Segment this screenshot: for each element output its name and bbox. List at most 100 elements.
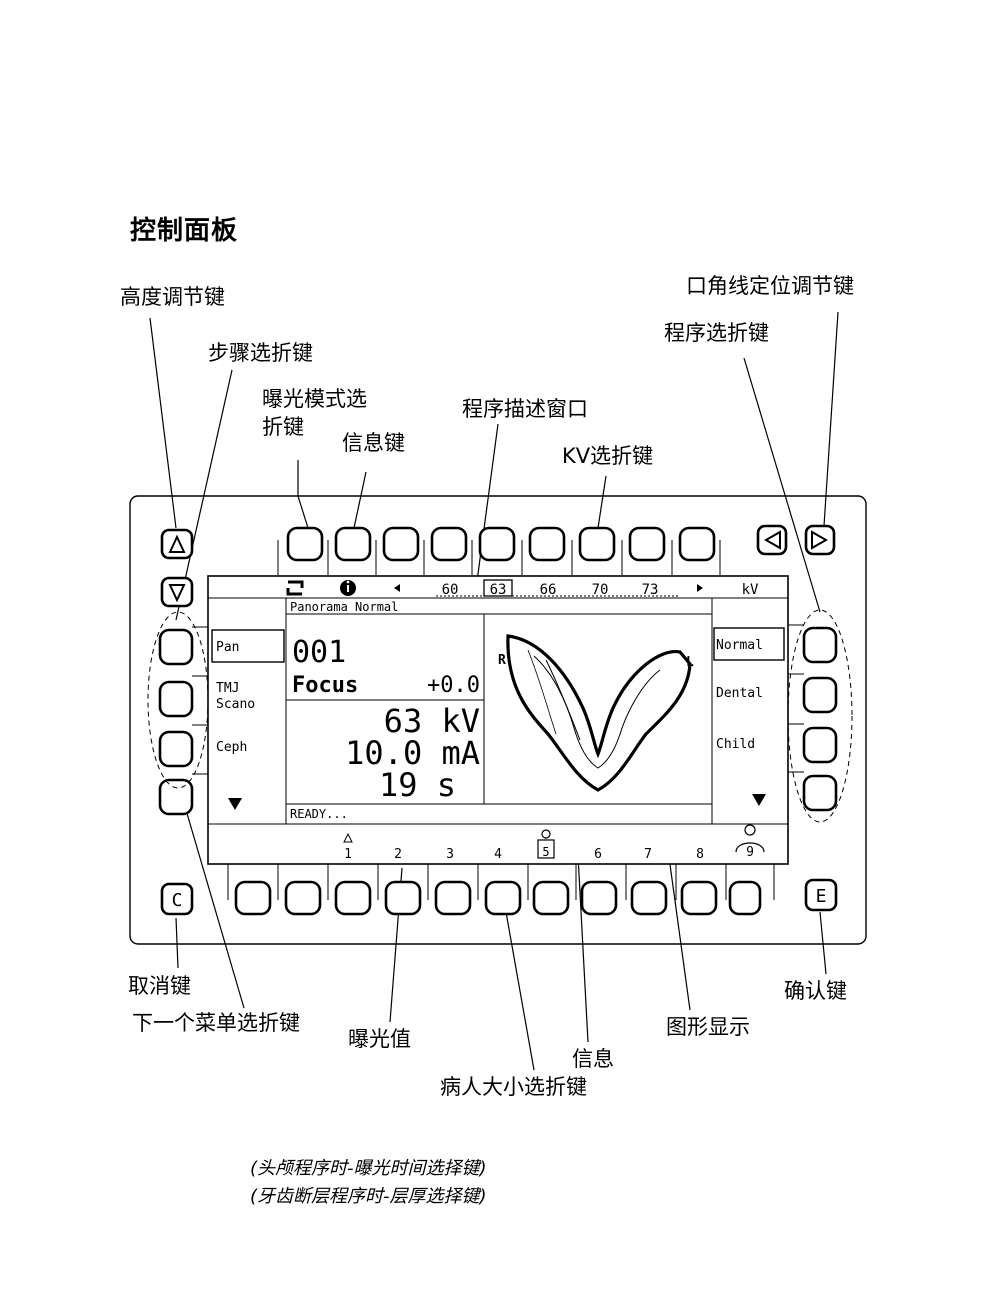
kv-value: 63 kV bbox=[384, 702, 480, 740]
program-key-2[interactable] bbox=[802, 676, 838, 714]
step-keys bbox=[147, 611, 212, 816]
time-value: 19 s bbox=[379, 766, 456, 804]
program-key-4[interactable] bbox=[802, 774, 838, 812]
kv-option-4: 70 bbox=[592, 582, 609, 598]
label-program-window: 程序描述窗口 bbox=[462, 397, 588, 421]
patient-size-key-1[interactable] bbox=[234, 880, 272, 916]
top-key-separators bbox=[277, 540, 721, 575]
patient-size-key-2[interactable] bbox=[284, 880, 322, 916]
kv-option-1: 60 bbox=[442, 582, 459, 598]
ma-value: 10.0 mA bbox=[345, 734, 480, 772]
kv-right-icon bbox=[697, 584, 703, 592]
program-key-1[interactable] bbox=[802, 626, 838, 664]
mark-left: L bbox=[686, 655, 694, 670]
patient-size-key-4[interactable] bbox=[384, 880, 422, 916]
label-exposure-mode-1: 曝光模式选 bbox=[262, 387, 367, 411]
patient-size-4: 4 bbox=[494, 847, 502, 862]
kv-left-icon bbox=[394, 584, 400, 592]
menu-normal-box bbox=[713, 627, 785, 661]
menu-scano[interactable]: Scano bbox=[216, 697, 255, 712]
top-key-8[interactable] bbox=[628, 526, 666, 562]
cancel-key-label: C bbox=[172, 890, 183, 911]
label-exposure-mode-2: 折键 bbox=[262, 415, 304, 439]
step-key-2[interactable] bbox=[158, 680, 194, 718]
page-title: 控制面板 bbox=[130, 216, 239, 246]
label-info: 信息 bbox=[572, 1047, 614, 1071]
program-name: Panorama Normal bbox=[290, 600, 398, 614]
patient-size-key-3[interactable] bbox=[334, 880, 372, 916]
confirm-key[interactable] bbox=[804, 878, 838, 912]
top-key-9[interactable] bbox=[678, 526, 716, 562]
program-keys bbox=[786, 609, 853, 823]
bottom-key-separators bbox=[227, 864, 775, 900]
mouth-angle-keys bbox=[756, 524, 836, 556]
menu-down-left-icon bbox=[228, 798, 242, 810]
info-key[interactable] bbox=[334, 526, 372, 562]
menu-child[interactable]: Child bbox=[716, 737, 755, 752]
kv-unit: kV bbox=[742, 582, 759, 598]
label-step-key: 步骤选折键 bbox=[208, 341, 313, 365]
exposure-mode-key[interactable] bbox=[286, 526, 324, 562]
label-exposure-value: 曝光值 bbox=[348, 1027, 411, 1051]
menu-tmj[interactable]: TMJ bbox=[216, 681, 239, 696]
note-ceph: (头颅程序时-曝光时间选择键) bbox=[250, 1158, 487, 1179]
arrow-up-small-icon bbox=[343, 832, 353, 843]
arrow-right-icon bbox=[811, 530, 829, 550]
next-menu-key[interactable] bbox=[158, 778, 194, 816]
program-keys-highlight bbox=[787, 609, 853, 823]
kv-key[interactable] bbox=[578, 526, 616, 562]
label-next-menu-key: 下一个菜单选折键 bbox=[132, 1011, 300, 1035]
arrow-left-icon bbox=[763, 530, 781, 550]
mark-right: R bbox=[498, 653, 506, 668]
focus-label: Focus bbox=[292, 673, 358, 698]
menu-pan-box bbox=[211, 629, 285, 663]
menu-pan[interactable]: Pan bbox=[216, 640, 239, 655]
patient-size-5: 5 bbox=[542, 845, 549, 859]
label-program-key: 程序选折键 bbox=[664, 321, 769, 345]
patient-size-6: 6 bbox=[594, 847, 602, 862]
height-up-key[interactable] bbox=[160, 528, 194, 560]
patient-size-key-9[interactable] bbox=[630, 880, 668, 916]
menu-normal[interactable]: Normal bbox=[716, 638, 763, 653]
patient-size-1: 1 bbox=[344, 847, 352, 862]
note-tomo: (牙齿断层程序时-层厚选择键) bbox=[250, 1186, 487, 1207]
dental-arch-graphic: R L bbox=[498, 634, 694, 792]
top-key-3[interactable] bbox=[382, 526, 420, 562]
patient-size-key-8[interactable] bbox=[580, 880, 618, 916]
cancel-key[interactable] bbox=[160, 882, 194, 916]
patient-size-key-10[interactable] bbox=[680, 880, 718, 916]
top-key-4[interactable] bbox=[430, 526, 468, 562]
menu-ceph[interactable]: Ceph bbox=[216, 740, 247, 755]
patient-size-key-7[interactable] bbox=[532, 880, 570, 916]
menu-down-right-icon bbox=[752, 794, 766, 806]
patient-small-icon bbox=[537, 829, 555, 859]
mouth-angle-left-key[interactable] bbox=[756, 524, 788, 556]
program-number: 001 bbox=[292, 635, 346, 670]
patient-size-key-5[interactable] bbox=[434, 880, 472, 916]
display-screen: 60 63 66 70 73 kV Panorama Normal Pan TM… bbox=[207, 575, 789, 865]
mouth-angle-right-key[interactable] bbox=[804, 524, 836, 556]
patient-size-key-11[interactable] bbox=[728, 880, 762, 916]
panel-frame bbox=[129, 495, 867, 945]
step-key-1[interactable] bbox=[158, 628, 194, 666]
bottom-key-row bbox=[234, 880, 762, 916]
menu-dental[interactable]: Dental bbox=[716, 686, 763, 701]
arrow-up-icon bbox=[168, 534, 186, 553]
label-height-key: 高度调节键 bbox=[120, 285, 225, 309]
patient-size-9: 9 bbox=[746, 845, 754, 860]
step-key-3[interactable] bbox=[158, 730, 194, 768]
confirm-key-label: E bbox=[816, 886, 827, 907]
label-graphic-display: 图形显示 bbox=[666, 1015, 750, 1039]
program-key-3[interactable] bbox=[802, 726, 838, 764]
label-kv-key: KV选折键 bbox=[562, 444, 654, 468]
kv-option-3: 66 bbox=[540, 582, 557, 598]
label-mouth-angle-key: 口角线定位调节键 bbox=[686, 274, 854, 298]
patient-large-icon bbox=[735, 824, 765, 853]
top-key-6[interactable] bbox=[528, 526, 566, 562]
patient-size-key-6[interactable] bbox=[484, 880, 522, 916]
patient-size-8: 8 bbox=[696, 847, 704, 862]
status-text: READY... bbox=[290, 807, 348, 821]
top-key-5[interactable] bbox=[478, 526, 516, 562]
patient-size-2: 2 bbox=[394, 847, 402, 862]
label-patient-size-key: 病人大小选折键 bbox=[440, 1075, 587, 1099]
